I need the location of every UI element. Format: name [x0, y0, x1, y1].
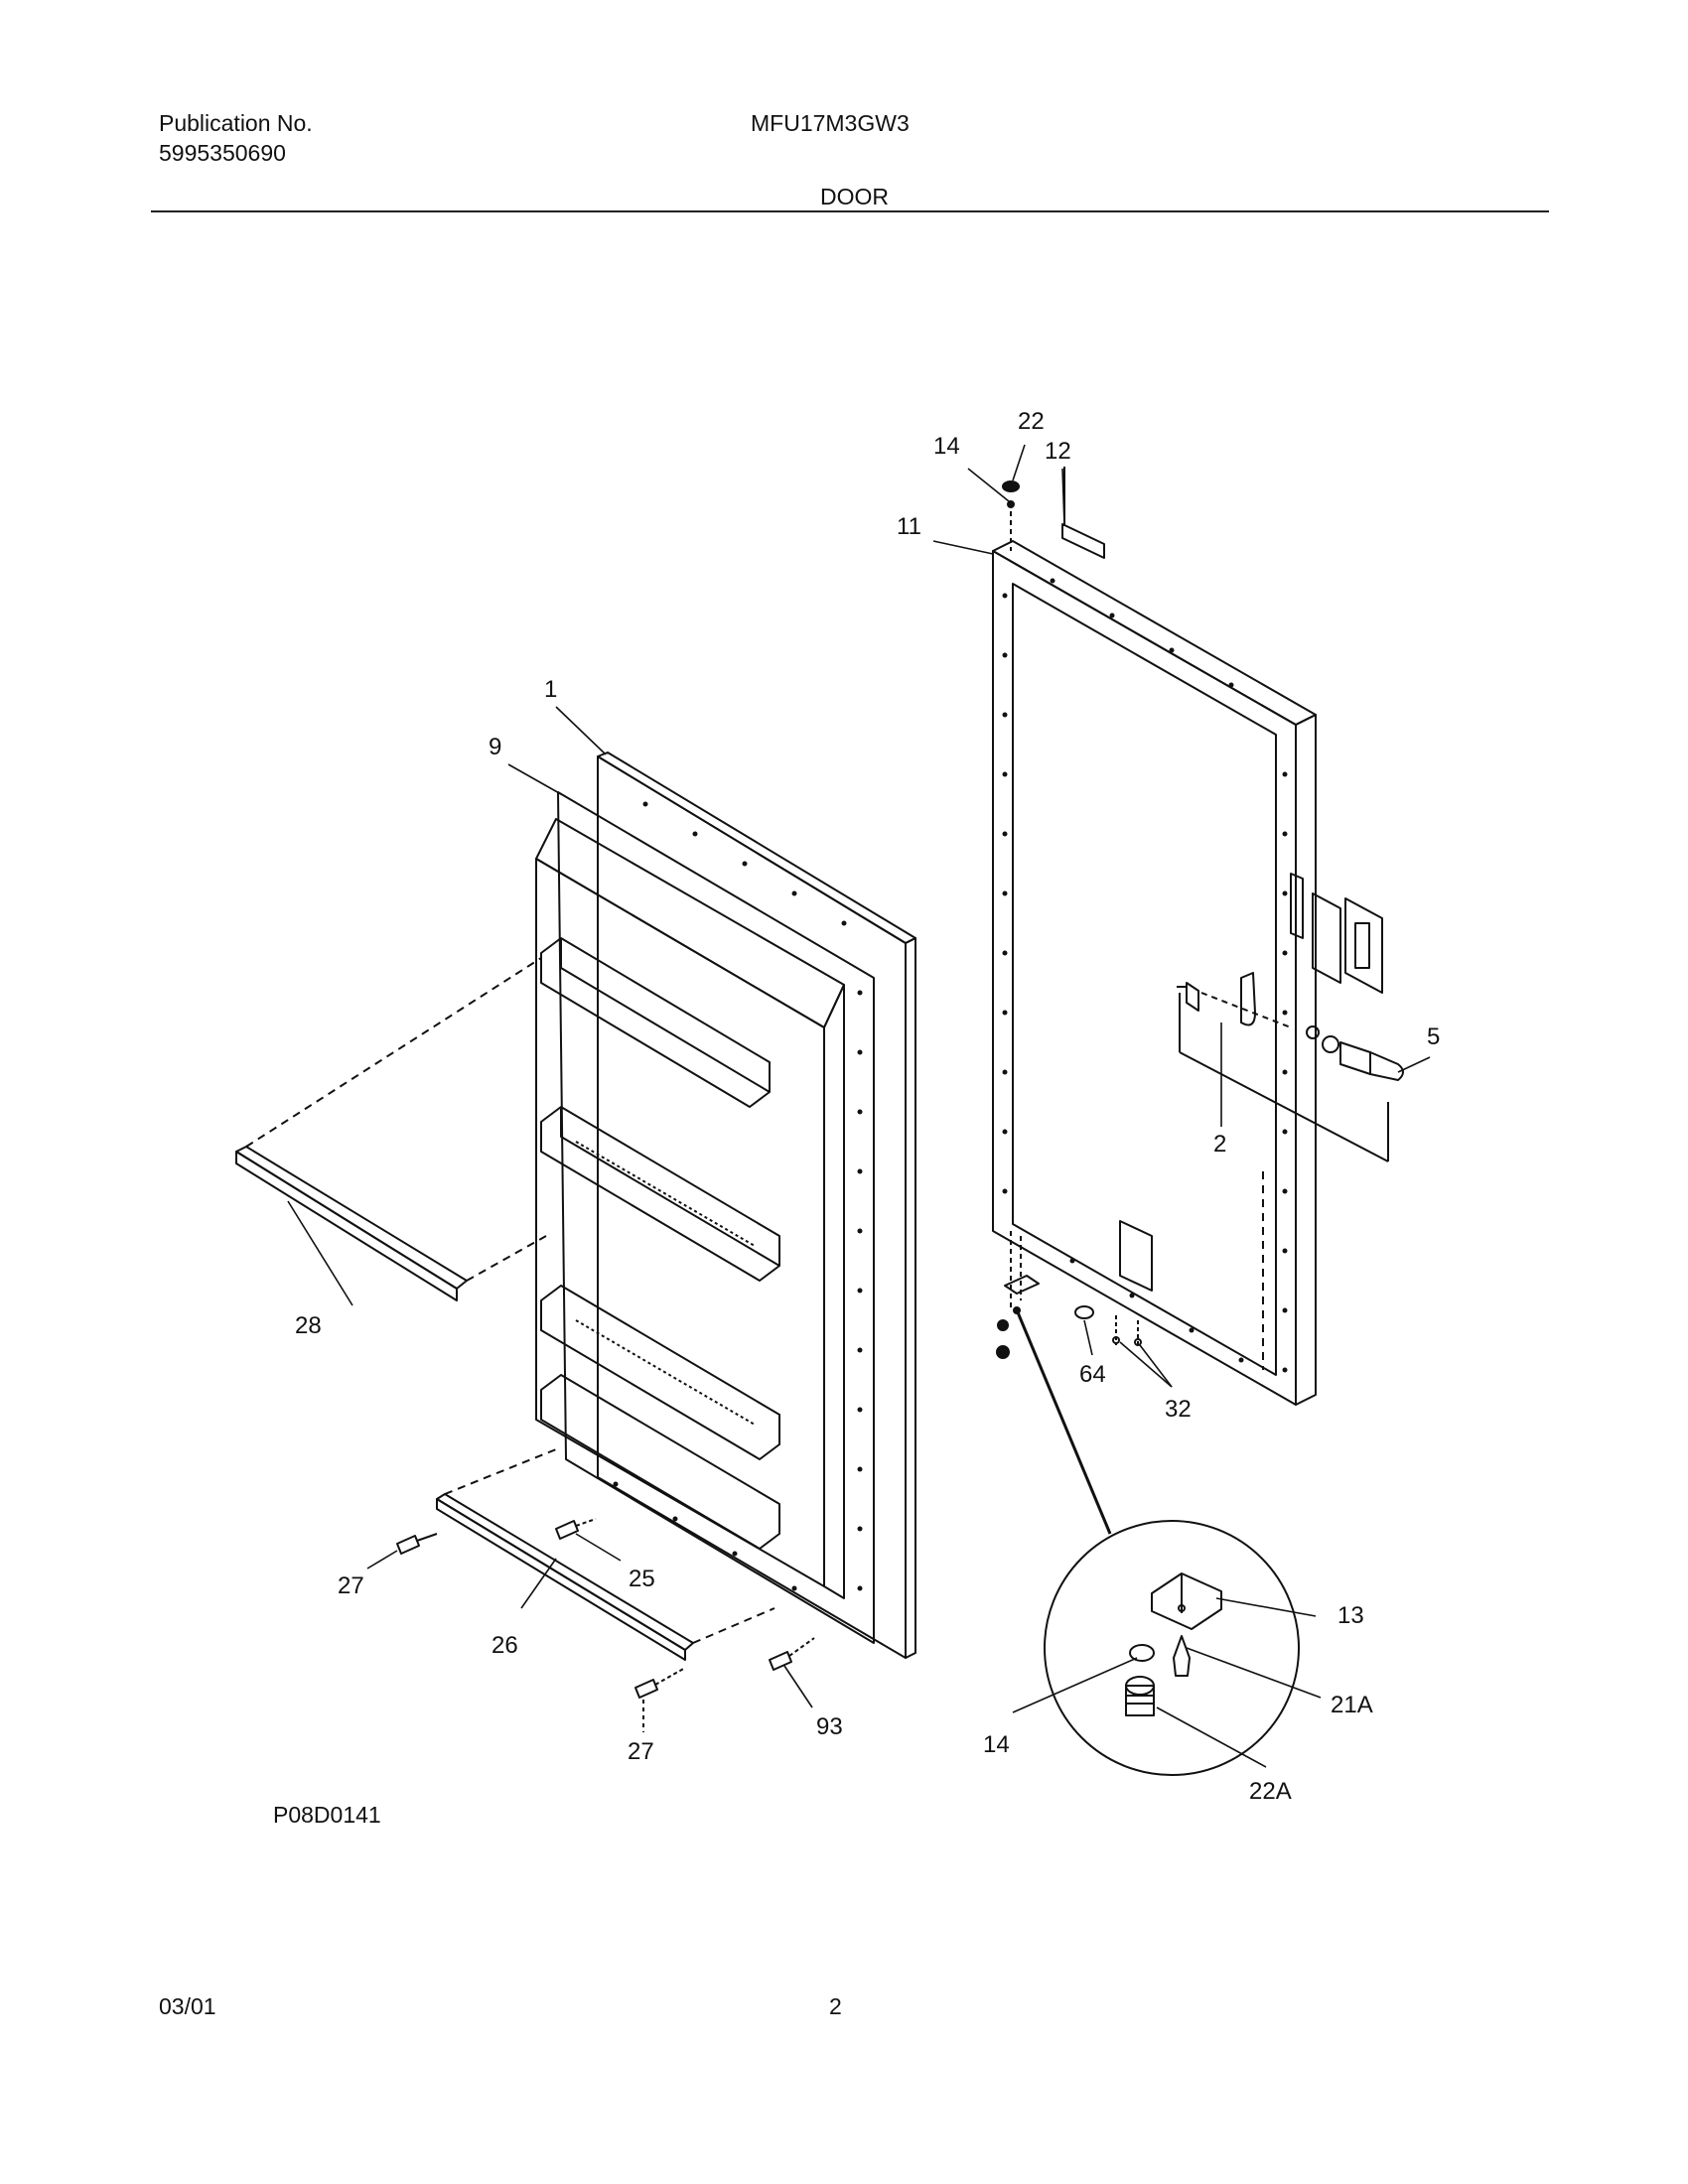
callout-1: 1 [544, 676, 557, 703]
publication-label: Publication No. [159, 110, 313, 136]
callout-64: 64 [1079, 1361, 1106, 1388]
callout-28: 28 [295, 1312, 322, 1339]
callout-14-detail: 14 [983, 1731, 1010, 1758]
callout-9: 9 [489, 734, 501, 760]
model-number: MFU17M3GW3 [751, 110, 910, 136]
outer-door-panel [992, 540, 1317, 1406]
lower-hinge-hardware [996, 1231, 1142, 1535]
callout-25: 25 [629, 1566, 655, 1592]
callout-13: 13 [1337, 1602, 1364, 1629]
callout-21a: 21A [1331, 1692, 1373, 1718]
callout-leaders [287, 444, 1431, 1768]
callout-11: 11 [897, 513, 921, 540]
callout-14: 14 [933, 433, 960, 460]
footer-date: 03/01 [159, 1993, 216, 2019]
callout-93: 93 [816, 1713, 843, 1740]
section-title: DOOR [820, 184, 889, 209]
callout-labels: 22 14 12 11 1 9 5 2 28 64 32 27 25 26 93… [295, 408, 1440, 1805]
callout-32: 32 [1165, 1396, 1192, 1423]
callout-27-left: 27 [338, 1572, 364, 1599]
callout-12: 12 [1045, 438, 1071, 465]
handle-assembly [1177, 892, 1404, 1162]
callout-27-bottom: 27 [628, 1738, 654, 1765]
callout-5: 5 [1427, 1024, 1440, 1050]
header-rule [151, 210, 1549, 212]
door-shelves [540, 937, 780, 1550]
callout-2: 2 [1213, 1131, 1226, 1158]
callout-22: 22 [1018, 408, 1045, 435]
hinge-cover [1061, 523, 1105, 559]
page-number: 2 [829, 1993, 842, 2019]
callout-26: 26 [492, 1632, 518, 1659]
door-liner [535, 751, 916, 1659]
publication-number: 5995350690 [159, 140, 286, 166]
bottom-rail [396, 1448, 815, 1732]
hinge-detail-circle [1044, 1520, 1300, 1776]
shelf-rail [235, 957, 547, 1301]
callout-22a: 22A [1249, 1778, 1292, 1805]
drawing-id: P08D0141 [273, 1802, 381, 1828]
